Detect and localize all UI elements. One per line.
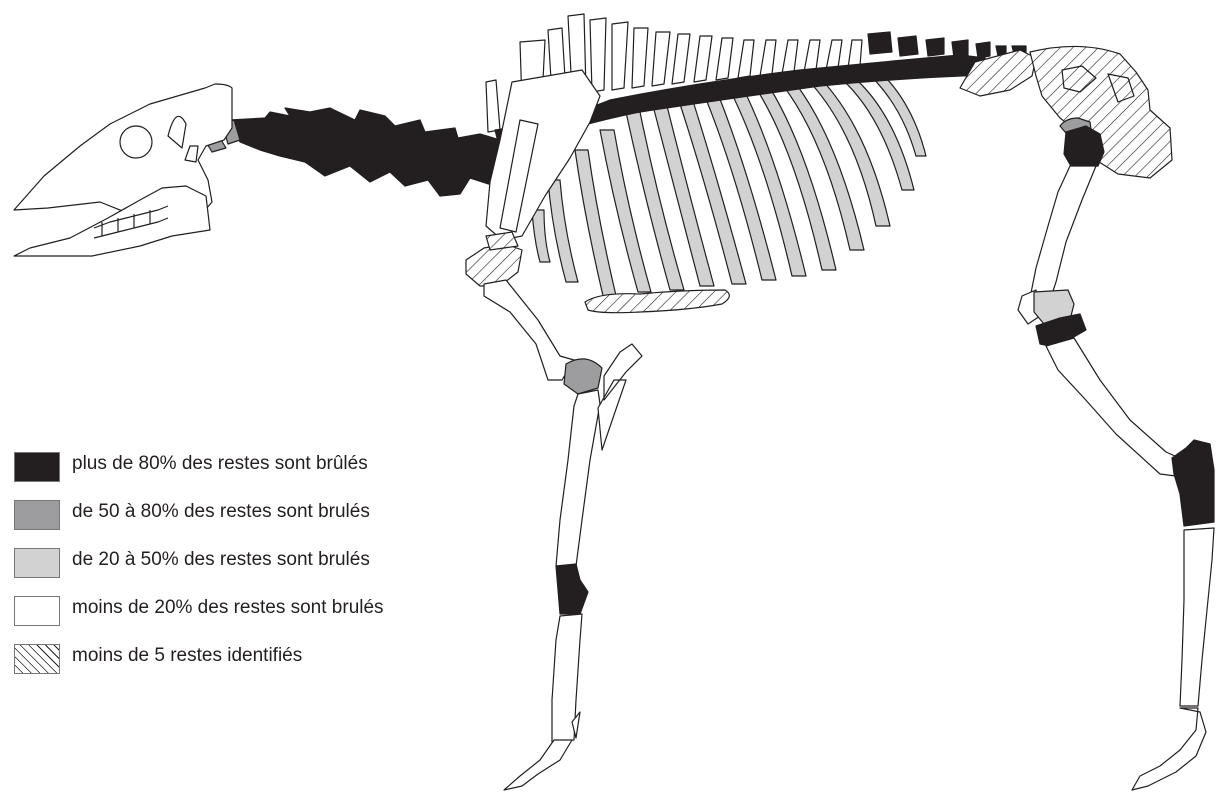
olecranon (598, 344, 642, 450)
proximal-femur (1064, 126, 1104, 168)
distal-humerus (564, 359, 602, 394)
legend-label: moins de 20% des restes sont brulés (72, 597, 384, 619)
tibia (1046, 338, 1184, 476)
carpals (556, 564, 588, 614)
hind-phalanges (1132, 708, 1206, 790)
proximal-humerus (466, 244, 522, 286)
legend-swatch (14, 452, 60, 482)
radius-ulna (556, 390, 600, 566)
legend-label: moins de 5 restes identifiés (72, 645, 302, 667)
femur (1030, 166, 1096, 300)
orbit (120, 126, 152, 158)
legend-swatch (14, 644, 60, 674)
legend-swatch (14, 548, 60, 578)
legend-swatch (14, 500, 60, 530)
legend-label: plus de 80% des restes sont brûlés (72, 453, 368, 475)
cervical-vertebrae (230, 108, 505, 196)
legend-label: de 20 à 50% des restes sont brulés (72, 549, 370, 571)
legend-label: de 50 à 80% des restes sont brulés (72, 501, 370, 523)
legend-swatch (14, 596, 60, 626)
humerus (484, 280, 574, 380)
tarsals (1172, 440, 1214, 526)
metatarsal (1180, 528, 1214, 706)
